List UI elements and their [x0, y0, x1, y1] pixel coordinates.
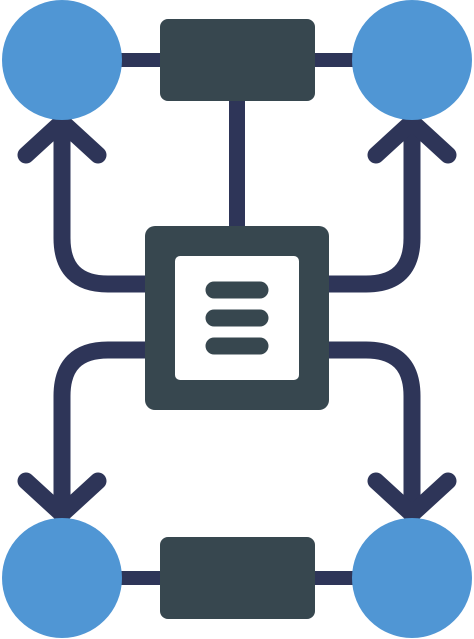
arrow-up-right-head [367, 113, 457, 164]
arrow-down-right [315, 341, 421, 517]
arrow-up-right [315, 119, 421, 293]
node-bottom-left [2, 518, 122, 638]
arrow-up-left-head [17, 113, 107, 164]
document-lines [205, 281, 269, 355]
arrow-down-left [53, 341, 159, 517]
node-top-left [2, 0, 122, 120]
node-top-right [352, 0, 472, 120]
top-bar [160, 19, 315, 101]
connectors [17, 53, 457, 585]
arrow-down-left-head [17, 472, 107, 523]
bottom-bar [160, 537, 315, 619]
arrow-up-left [53, 119, 159, 293]
node-bottom-right [352, 518, 472, 638]
arrow-down-right-head [367, 472, 457, 523]
